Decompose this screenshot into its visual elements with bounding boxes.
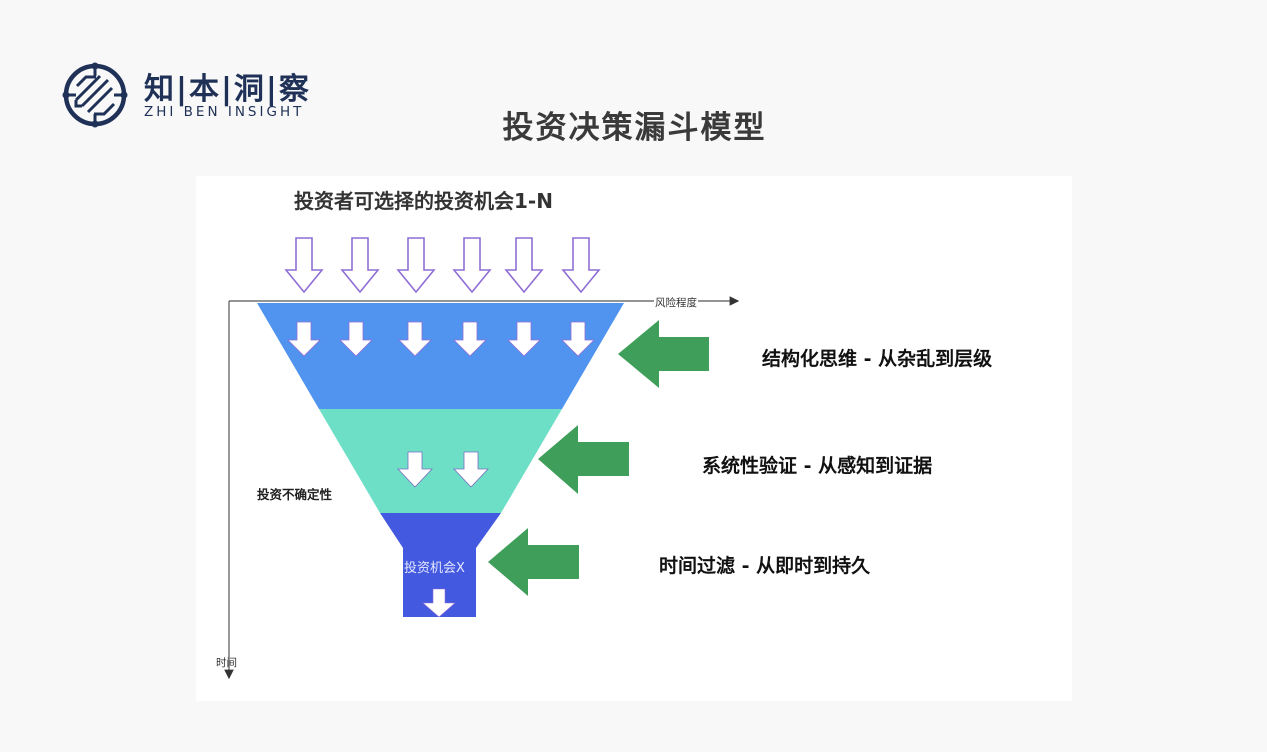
down-arrow-icon <box>561 321 595 357</box>
step-time-filter: 时间过滤 - 从即时到持久 <box>659 555 871 577</box>
pointer-arrow-time-filter <box>488 528 579 596</box>
brand-name-en: ZHI BEN INSIGHT <box>144 104 305 120</box>
input-arrow-icon <box>284 237 324 294</box>
down-arrow-icon <box>287 321 321 357</box>
down-arrow-icon <box>398 321 432 357</box>
output-opportunity-label: 投资机会X <box>404 561 465 576</box>
x-axis-label: 风险程度 <box>654 295 698 310</box>
step-systematic-validation: 系统性验证 - 从感知到证据 <box>702 455 933 477</box>
funnel-layer-structured-thinking <box>257 303 624 409</box>
page-title: 投资决策漏斗模型 <box>502 110 767 146</box>
y-axis-label: 时间 <box>216 657 237 669</box>
input-arrow-icon <box>396 237 436 294</box>
brand-name-cn: 知|本|洞|察 <box>144 72 311 107</box>
pointer-arrow-structured-thinking <box>618 320 709 388</box>
uncertainty-label: 投资不确定性 <box>257 487 333 502</box>
pointer-arrow-systematic-validation <box>538 425 629 494</box>
input-arrow-icon <box>504 237 544 294</box>
brand-logo: 知|本|洞|察 ZHI BEN INSIGHT <box>62 62 322 128</box>
circuit-globe-icon <box>62 62 128 128</box>
step-structured-thinking: 结构化思维 - 从杂乱到层级 <box>762 348 993 370</box>
output-arrow-icon <box>422 588 456 618</box>
down-arrow-icon <box>507 321 541 357</box>
funnel-layer-systematic-validation <box>319 409 562 513</box>
down-arrow-icon <box>339 321 373 357</box>
down-arrow-icon <box>453 321 487 357</box>
down-arrow-icon <box>453 451 489 488</box>
funnel-layer-time-filter <box>380 513 501 617</box>
input-arrow-icon <box>340 237 380 294</box>
input-opportunities-label: 投资者可选择的投资机会1-N <box>294 189 553 213</box>
input-arrow-icon <box>452 237 492 294</box>
input-arrow-icon <box>561 237 601 294</box>
down-arrow-icon <box>397 451 433 488</box>
